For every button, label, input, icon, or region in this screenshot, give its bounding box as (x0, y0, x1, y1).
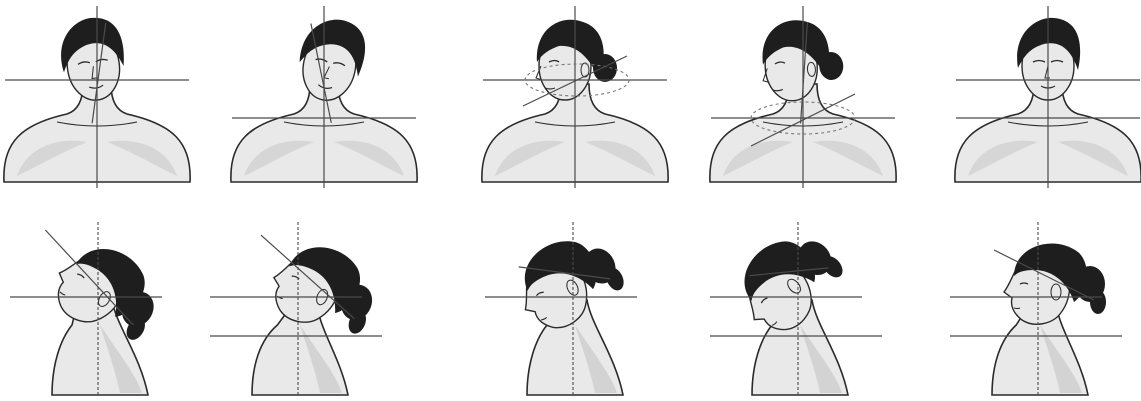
head (505, 223, 632, 339)
mouth (1014, 308, 1020, 309)
side-panel-1 (10, 222, 172, 395)
hair-bun (593, 54, 617, 82)
head (1017, 18, 1080, 100)
side-view-row (10, 217, 1122, 395)
side-panel-3 (485, 222, 637, 395)
front-panel-5 (955, 6, 1141, 188)
head (292, 13, 371, 106)
front-panel-2 (231, 6, 417, 188)
head (1004, 244, 1106, 325)
hair-tail (1090, 290, 1106, 314)
head (56, 14, 130, 104)
side-panel-5 (950, 222, 1122, 395)
front-panel-1 (4, 6, 190, 188)
front-view-row (4, 6, 1141, 188)
side-panel-2 (210, 222, 387, 395)
front-panel-3 (482, 6, 668, 188)
head (536, 20, 617, 100)
front-panel-4 (710, 6, 896, 188)
side-panel-4 (710, 217, 882, 395)
head (723, 217, 853, 344)
